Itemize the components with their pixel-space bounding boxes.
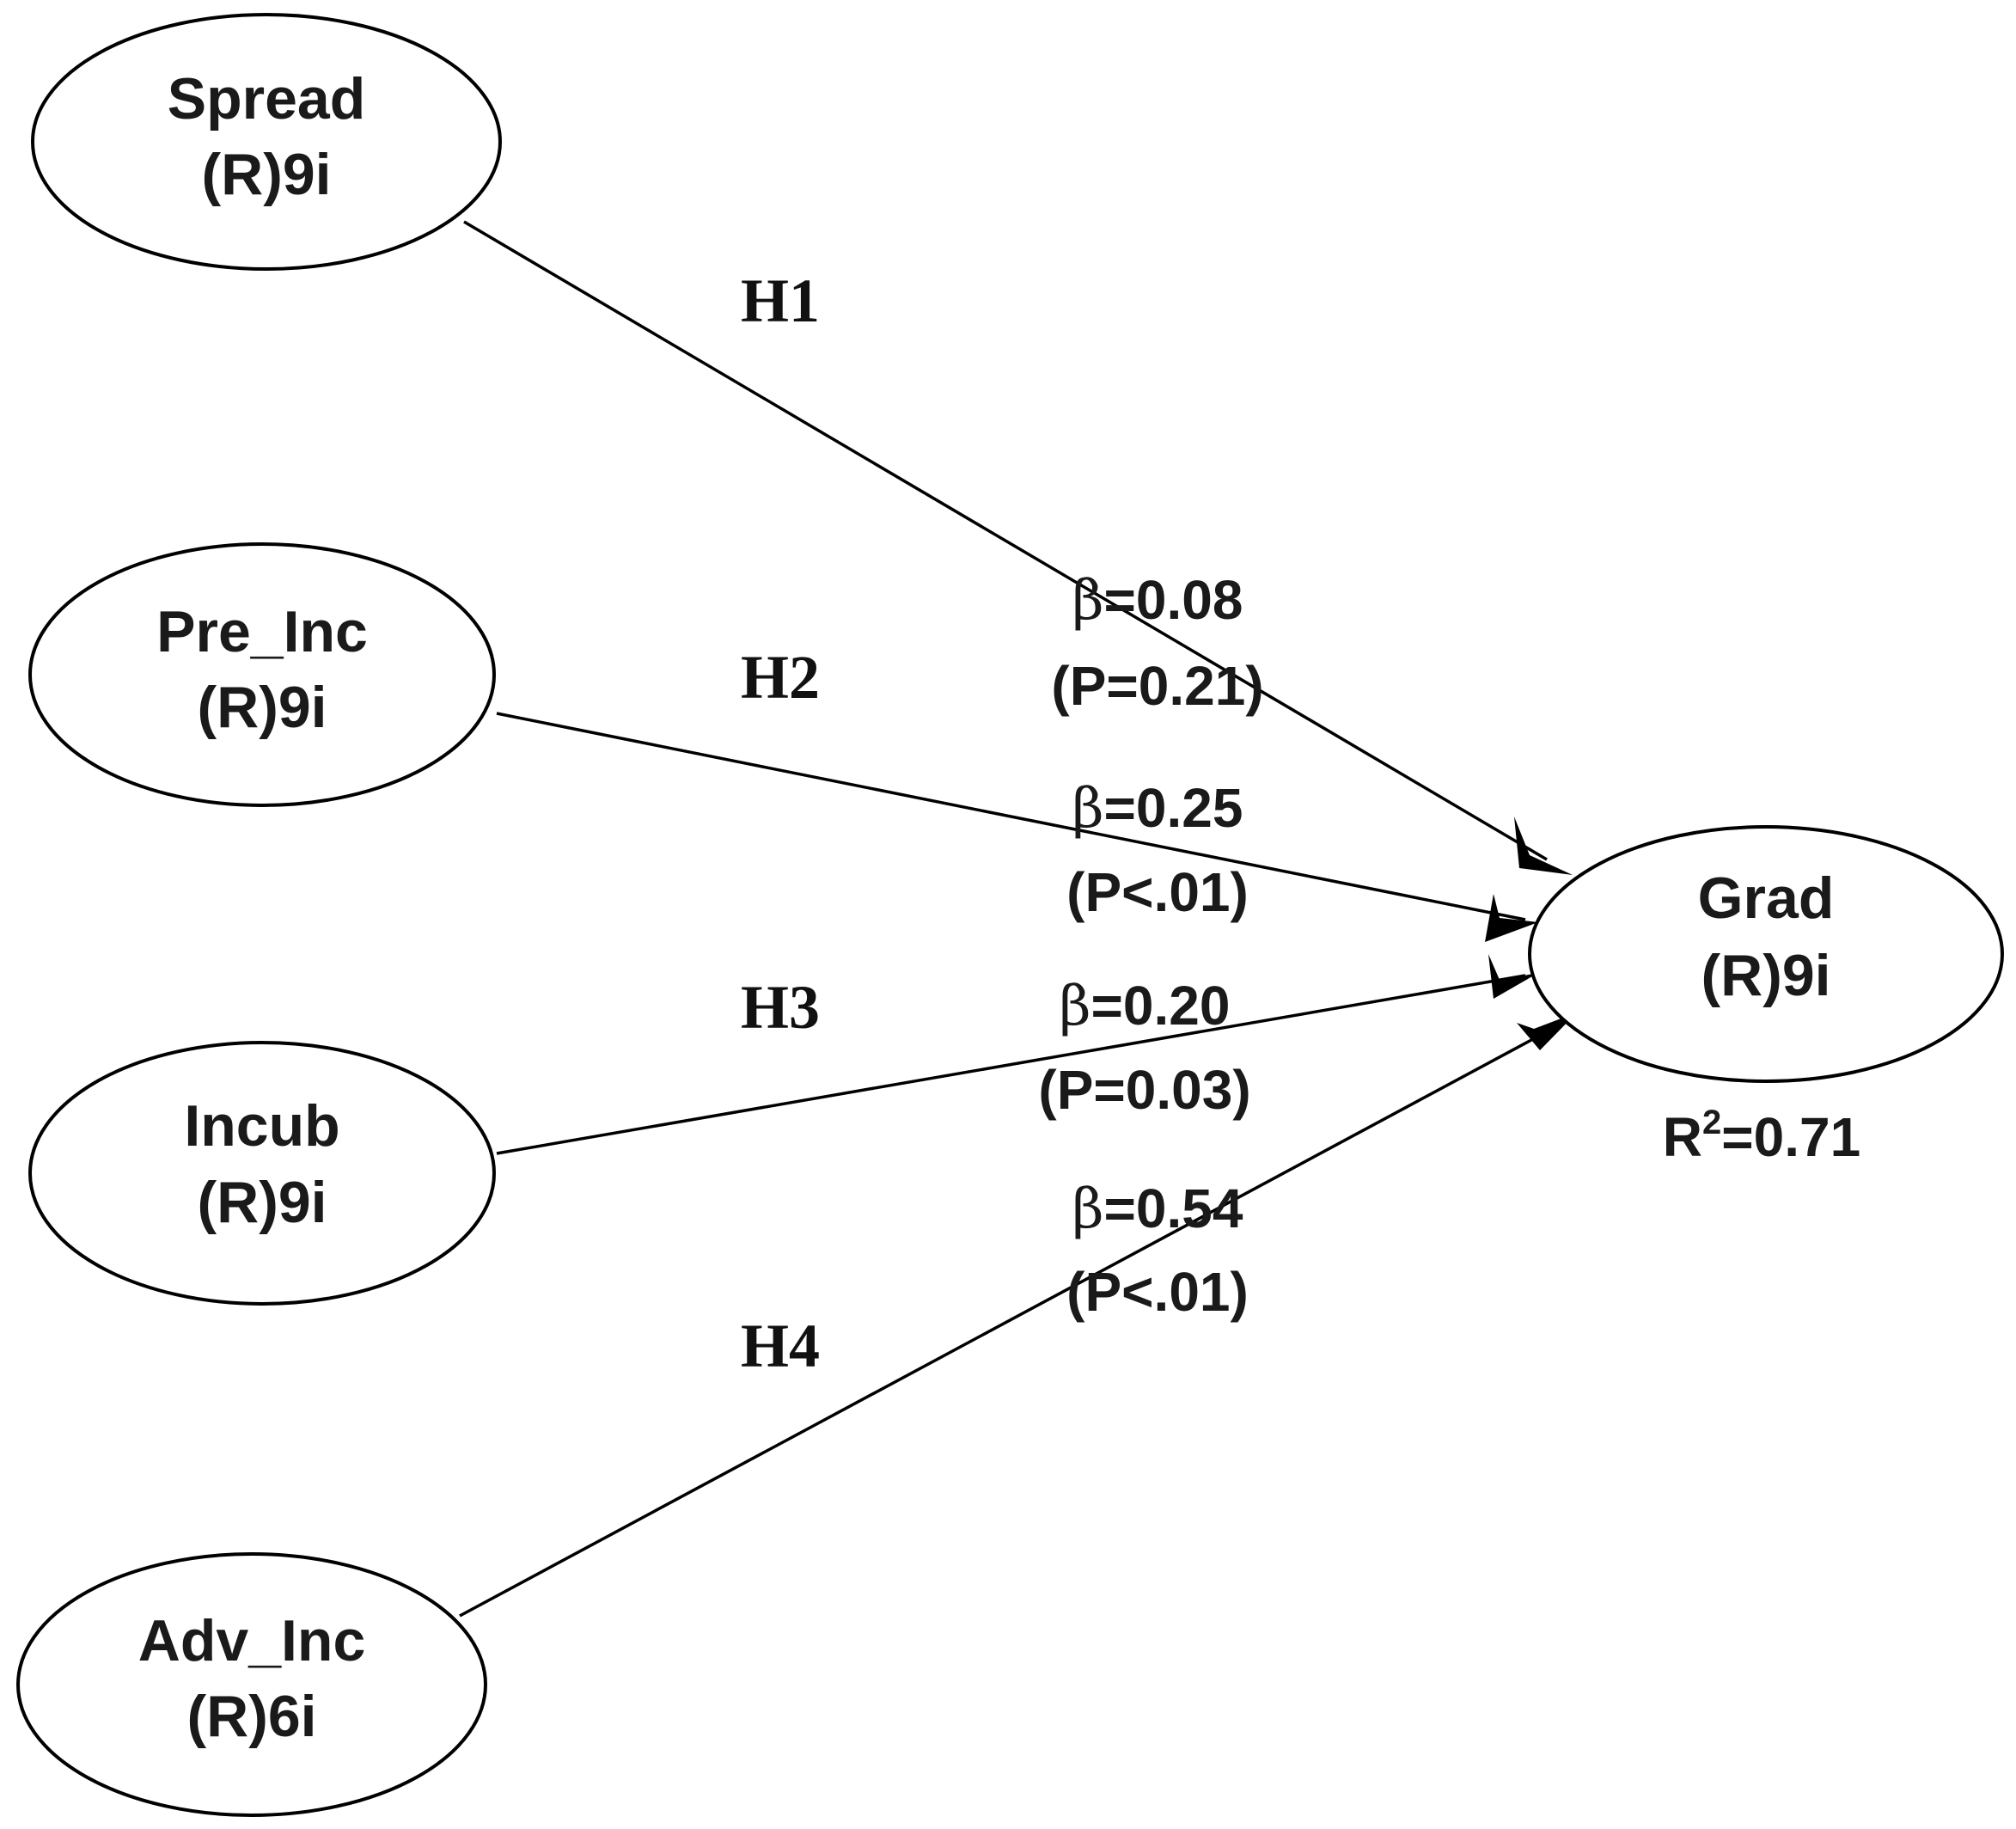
hypothesis-labels: H1 H2 H3 H4 bbox=[741, 266, 820, 1380]
hypothesis-label-h4: H4 bbox=[741, 1312, 820, 1380]
arrowhead-h2 bbox=[1485, 894, 1538, 942]
node-spread-ellipse bbox=[31, 13, 502, 271]
path-line-h2 bbox=[496, 712, 1526, 921]
hypothesis-label-h1: H1 bbox=[741, 266, 820, 335]
beta-value: =0.08 bbox=[1104, 569, 1243, 631]
r-squared-letter: R bbox=[1663, 1106, 1702, 1168]
arrowhead-h1 bbox=[1514, 817, 1573, 875]
beta-label-h3: β=0.20 bbox=[1060, 975, 1231, 1038]
r-squared-label: R2=0.71 bbox=[1663, 1104, 1860, 1168]
path-line-h1 bbox=[463, 220, 1548, 861]
path-lines bbox=[459, 220, 1556, 1618]
construct-nodes bbox=[16, 13, 2004, 1817]
p-label-h2: (P<.01) bbox=[1066, 861, 1249, 923]
beta-value: =0.25 bbox=[1104, 777, 1243, 839]
node-pre-inc-name: Pre_Inc bbox=[156, 599, 368, 664]
node-pre-inc-indicators: (R)9i bbox=[197, 675, 327, 740]
beta-symbol: β bbox=[1072, 1178, 1104, 1241]
arrowhead-h3 bbox=[1488, 954, 1538, 999]
node-grad-indicators: (R)9i bbox=[1701, 943, 1830, 1008]
node-incub-indicators: (R)9i bbox=[197, 1170, 327, 1235]
node-adv-inc-indicators: (R)6i bbox=[186, 1684, 316, 1749]
beta-value: =0.20 bbox=[1091, 975, 1231, 1037]
hypothesis-label-h2: H2 bbox=[741, 643, 820, 712]
beta-symbol: β bbox=[1072, 777, 1104, 841]
node-incub-name: Incub bbox=[184, 1093, 339, 1159]
p-label-h1: (P=0.21) bbox=[1051, 655, 1263, 717]
beta-label-h2: β=0.25 bbox=[1072, 777, 1243, 841]
node-spread-name: Spread bbox=[168, 66, 366, 132]
r-squared-superscript: 2 bbox=[1702, 1104, 1721, 1141]
node-adv-inc-ellipse bbox=[16, 1552, 487, 1817]
hypothesis-label-h3: H3 bbox=[741, 973, 820, 1042]
path-coefficients: β=0.08 (P=0.21) β=0.25 (P<.01) β=0.20 (P… bbox=[1038, 569, 1263, 1323]
path-line-h3 bbox=[496, 974, 1526, 1155]
beta-label-h1: β=0.08 bbox=[1072, 569, 1243, 633]
r-squared-value: =0.71 bbox=[1721, 1106, 1860, 1168]
beta-value: =0.54 bbox=[1104, 1178, 1243, 1239]
node-adv-inc-name: Adv_Inc bbox=[138, 1608, 366, 1673]
node-grad-name: Grad bbox=[1698, 866, 1835, 931]
beta-symbol: β bbox=[1072, 569, 1104, 633]
arrowheads bbox=[1485, 817, 1577, 1050]
node-labels: Spread (R)9i Pre_Inc (R)9i Incub (R)9i A… bbox=[138, 66, 1835, 1749]
p-label-h4: (P<.01) bbox=[1066, 1261, 1249, 1323]
node-pre-inc-ellipse bbox=[28, 542, 496, 807]
p-label-h3: (P=0.03) bbox=[1038, 1059, 1250, 1121]
node-spread-indicators: (R)9i bbox=[201, 142, 331, 207]
beta-symbol: β bbox=[1060, 975, 1091, 1038]
path-line-h4 bbox=[459, 1025, 1556, 1618]
beta-label-h4: β=0.54 bbox=[1072, 1178, 1243, 1241]
arrowhead-h4 bbox=[1517, 1012, 1577, 1050]
node-incub-ellipse bbox=[28, 1041, 496, 1306]
node-grad-ellipse bbox=[1528, 825, 2004, 1083]
